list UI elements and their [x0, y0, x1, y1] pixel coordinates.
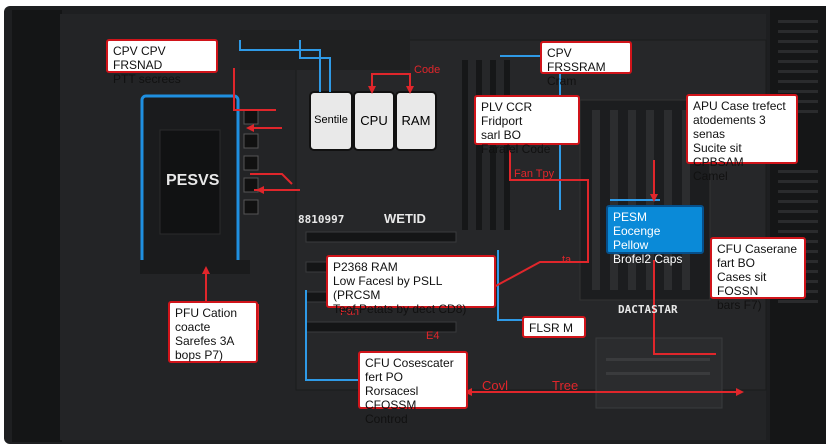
- red-label-tree: Tree: [552, 378, 579, 393]
- callout-top-left: CPV CPV FRSNAD PTT secrees: [106, 39, 218, 86]
- red-arrowheads: [202, 86, 744, 396]
- callout-pfu: PFU Cation coacte Sarefes 3A bops P7): [168, 301, 258, 363]
- red-label-ta: ta: [562, 254, 572, 266]
- chip-1-label: Sentile: [314, 114, 348, 126]
- red-label-e4: E4: [426, 330, 440, 342]
- ram-slots: [462, 60, 510, 230]
- callout-apu: APU Case trefect atodements 3 senas Suci…: [686, 94, 798, 183]
- red-wires: [205, 68, 742, 393]
- callout-flsr: FLSR M: [522, 316, 586, 338]
- board-brand-text: WETID: [384, 211, 426, 226]
- callout-pesm: PESM Eocenge Pellow Brofel2 Caps: [606, 205, 704, 266]
- callout-cfu-bottom: CFU Cosescater fert PO Rorsacesl CFOSSM …: [358, 351, 468, 426]
- psu-unit: [159, 129, 221, 235]
- callout-plv: PLV CCR Fridport sarl BO Farafel Code: [474, 95, 580, 156]
- red-label-fan: Fan: [340, 306, 359, 318]
- red-label-fan-tpy: Fan Tpy: [514, 168, 555, 180]
- chip-cpu-label: CPU: [360, 113, 388, 128]
- chip-cpu-body: [353, 91, 395, 151]
- callout-p2368: P2368 RAM Low Facesl by PSLL (PRCSM Teof…: [326, 255, 496, 316]
- case-right-vent-panel: [770, 6, 826, 444]
- psu-label: PESVS: [166, 172, 220, 189]
- chip-ram-body: [395, 91, 437, 151]
- red-label-code: Code: [414, 64, 441, 76]
- case-left-rail: [12, 10, 62, 442]
- psu-connectors: [243, 109, 259, 215]
- chip-ram-label: RAM: [401, 113, 431, 128]
- board-model-text: 8810997: [298, 213, 345, 226]
- callout-top-center: CPV FRSSRAM Cram: [540, 41, 632, 88]
- board-small-text: DACTASTAR: [618, 303, 678, 316]
- callout-cfu-right: CFU Caserane fart BO Cases sit FOSSN bar…: [710, 237, 806, 312]
- red-label-covl: Covl: [482, 378, 509, 393]
